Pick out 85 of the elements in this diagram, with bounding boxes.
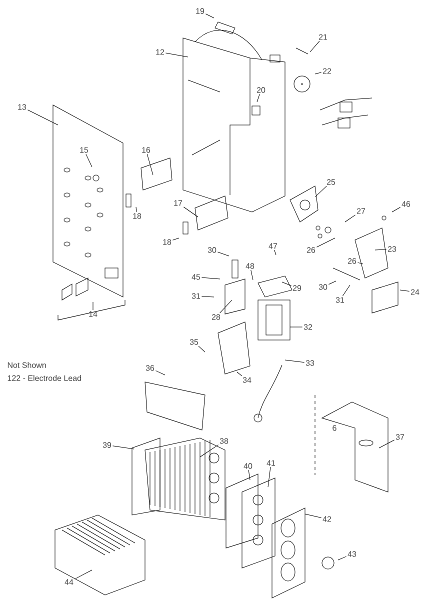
leader-line (183, 206, 198, 218)
leader-line (357, 262, 364, 264)
leader-line (314, 72, 322, 74)
callout-number: 44 (64, 579, 74, 585)
note-text: 122 - Electrode Lead (8, 375, 81, 381)
leader-line (310, 40, 320, 52)
leader-line (220, 300, 232, 314)
leader-line (201, 296, 214, 298)
leader-line (172, 238, 180, 240)
callout-number: 46 (402, 201, 410, 207)
leader-line (392, 207, 401, 212)
leader-line (400, 290, 410, 292)
callout-number: 41 (266, 460, 276, 466)
leader-line (342, 284, 350, 296)
callout-number: 18 (163, 239, 172, 245)
callout-number: 40 (244, 463, 252, 469)
leader-line (344, 214, 356, 222)
callout-number: 22 (322, 68, 332, 74)
leader-line (250, 270, 254, 280)
callout-number: 43 (348, 551, 356, 557)
callout-number: 30 (208, 247, 216, 253)
leader-line (284, 360, 305, 363)
callout-number: 28 (212, 314, 220, 320)
callout-number: 18 (133, 213, 142, 219)
callout-number: 38 (220, 438, 228, 444)
callout-number: 26 (348, 258, 356, 264)
callout-number: 48 (246, 263, 254, 269)
leader-line (268, 466, 271, 488)
callout-number: 17 (174, 200, 182, 206)
leader-line (112, 446, 134, 450)
leader-line (92, 302, 94, 310)
leader-line (304, 514, 322, 518)
callout-number: 36 (146, 365, 154, 371)
leader-line (136, 206, 137, 212)
callout-number: 39 (102, 442, 112, 448)
callout-number: 35 (190, 339, 198, 345)
leader-line (378, 440, 395, 448)
callout-number: 31 (192, 293, 200, 299)
leader-line (290, 326, 303, 328)
leader-line (282, 282, 292, 286)
leader-line (236, 372, 242, 376)
leader-line (200, 444, 219, 458)
leader-line (198, 346, 206, 352)
callout-number: 15 (80, 147, 88, 153)
callout-number: 29 (292, 285, 302, 291)
callout-number: 24 (410, 289, 420, 295)
callout-number: 30 (318, 284, 328, 290)
leader-line (165, 52, 188, 58)
callout-number: 34 (242, 377, 252, 383)
leader-line (328, 280, 336, 285)
leader-line (27, 110, 58, 126)
leader-line (205, 14, 214, 18)
callout-number: 13 (18, 104, 26, 110)
callout-number: 32 (304, 324, 312, 330)
callout-number: 45 (192, 274, 200, 280)
leader-line (274, 250, 276, 256)
leader-line (338, 556, 347, 560)
callout-number: 19 (196, 8, 204, 14)
callout-number: 20 (256, 87, 266, 93)
note-text: 6 (332, 425, 336, 431)
leader-line (201, 277, 220, 280)
leader-line (217, 252, 230, 256)
callout-number: 47 (268, 243, 278, 249)
callout-number: 21 (318, 34, 328, 40)
callout-number: 31 (336, 297, 344, 303)
leader-line (374, 249, 387, 250)
callout-number: 27 (356, 208, 366, 214)
callout-number: 33 (306, 360, 314, 366)
leader-line (86, 154, 92, 168)
leader-line (155, 370, 166, 376)
leader-line (314, 186, 327, 198)
leader-line (248, 470, 250, 480)
note-text: Not Shown (8, 362, 46, 368)
callout-number: 12 (156, 49, 164, 55)
callout-number: 37 (396, 434, 404, 440)
callout-number: 26 (306, 247, 316, 253)
callout-number: 23 (388, 246, 396, 252)
leader-line (146, 154, 154, 176)
callout-number: 42 (322, 516, 332, 522)
callout-number: 14 (89, 311, 98, 317)
leader-line (74, 570, 92, 580)
callout-number: 16 (142, 147, 150, 153)
leader-line (316, 238, 336, 248)
callout-number: 25 (326, 179, 336, 185)
leader-line (256, 94, 260, 102)
